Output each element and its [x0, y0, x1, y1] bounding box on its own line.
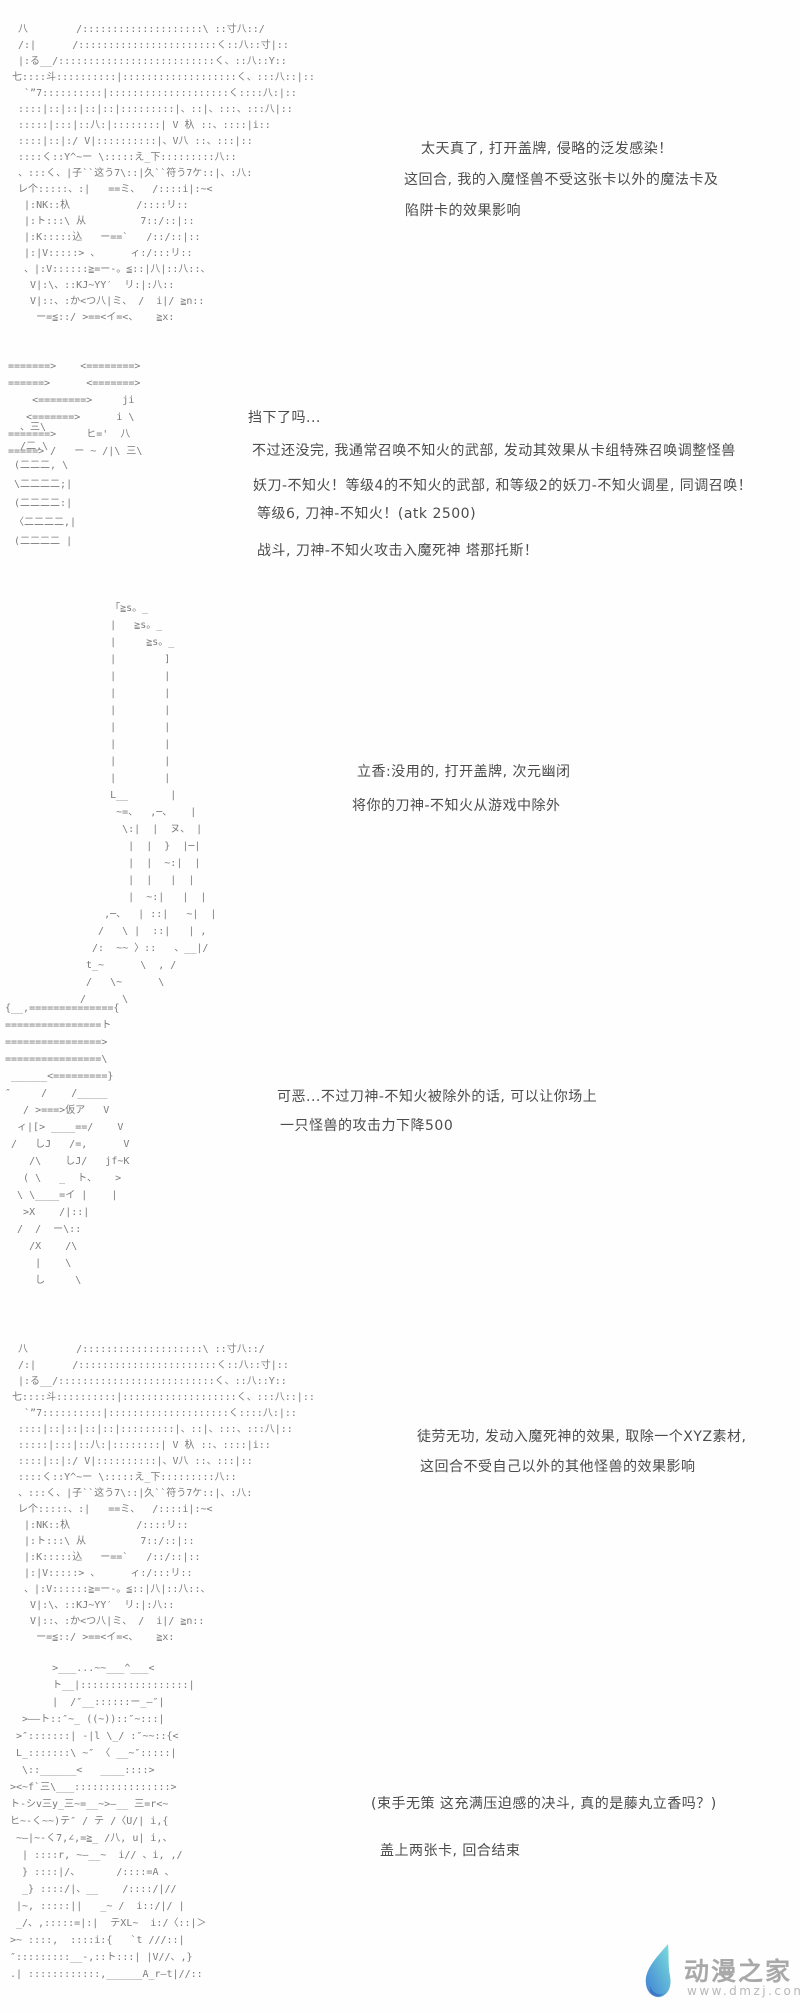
ascii-art-capped-figure: >___...~~___^___< ト__|::::::::::::::::::…	[10, 1663, 207, 1980]
dialogue-line: 将你的刀神-不知火从游戏中除外	[352, 798, 561, 814]
dialogue-line: (束手无策 这充满压迫感的决斗, 真的是藤丸立香吗？)	[371, 1796, 717, 1812]
site-url[interactable]: www.dmzj.com	[687, 1984, 800, 1998]
dialogue-line: 陷阱卡的效果影响	[405, 203, 521, 219]
ascii-art-sleeve-fan: 、三\ /二,\ (二二二, \ \二二二二;| (二二二二:| 〈二二二二,|…	[14, 422, 77, 547]
flame-icon	[638, 1942, 678, 2000]
dialogue-line: 这回合, 我的入魔怪兽不受这张卡以外的魔法卡及	[404, 172, 719, 188]
dialogue-line: 徒劳无功, 发动入魔死神的效果, 取除一个XYZ素材,	[417, 1429, 747, 1445]
dialogue-line: 盖上两张卡, 回合结束	[380, 1843, 521, 1859]
ascii-art-action-burst: {__,=============={ ================ト ==…	[5, 1003, 130, 1286]
site-name: 动漫之家	[684, 1957, 793, 1986]
dialogue-line: 立香:没用的, 打开盖牌, 次元幽闭	[357, 764, 571, 780]
dialogue-line: 妖刀-不知火！等级4的不知火的武部, 和等级2的妖刀-不知火调星, 同调召唤！	[253, 478, 753, 494]
dialogue-line: 挡下了吗...	[248, 410, 321, 426]
dialogue-line: 战斗, 刀神-不知火攻击入魔死神 塔那托斯！	[257, 543, 539, 559]
dialogue-line: 一只怪兽的攻击力下降500	[280, 1118, 454, 1134]
dialogue-line: 太天真了, 打开盖牌, 侵略的泛发感染！	[421, 141, 673, 157]
dialogue-line: 不过还没完, 我通常召唤不知火的武部, 发动其效果从卡组特殊召唤调整怪兽	[252, 443, 736, 459]
ascii-art-card-in-hand: 「≧s。_ | ≧s。_ | ≧s。_ | ] | | | | | | | | …	[80, 603, 217, 1005]
dialogue-line: 可恶...不过刀神-不知火被除外的话, 可以让你场上	[277, 1089, 598, 1105]
ascii-art-character-face-1: 八 /::::::::::::::::::::\ ::寸八::/ /:| /::…	[12, 24, 315, 323]
ascii-art-speedlines: =======> <========> ======> <=======> <=…	[8, 361, 143, 457]
dialogue-line: 这回合不受自己以外的其他怪兽的效果影响	[420, 1459, 696, 1475]
site-watermark[interactable]: 动漫之家 www.dmzj.com	[634, 1938, 800, 2006]
ascii-art-character-face-2: 八 /::::::::::::::::::::\ ::寸八::/ /:| /::…	[12, 1344, 315, 1643]
dialogue-line: 等级6, 刀神-不知火！(atk 2500)	[257, 506, 477, 522]
